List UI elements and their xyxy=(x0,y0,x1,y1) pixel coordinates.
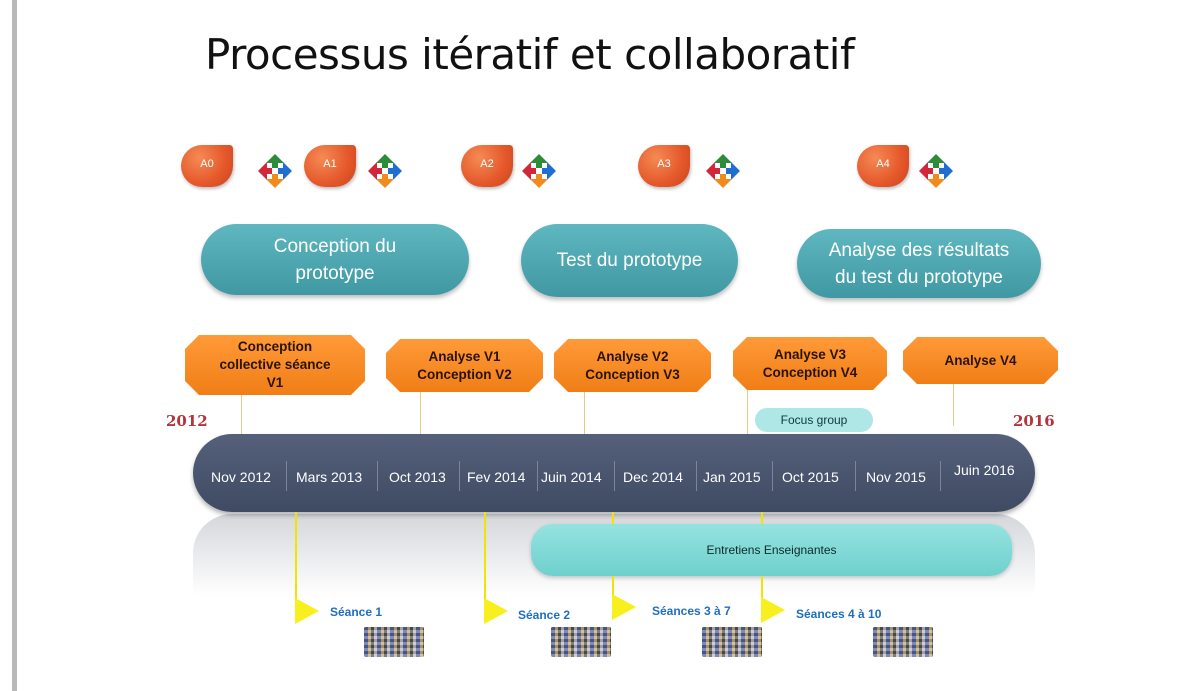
phase-test: Test du prototype xyxy=(521,224,738,297)
flag-icon xyxy=(761,597,785,623)
timeline-separator xyxy=(855,461,856,491)
session-line xyxy=(612,576,614,610)
activity-label: A4 xyxy=(876,158,890,170)
session-label: Séances 4 à 10 xyxy=(796,607,882,621)
session-line xyxy=(612,512,614,524)
cycle-arrows-icon xyxy=(706,154,740,188)
timeline-separator xyxy=(614,461,615,491)
activity-drop-icon xyxy=(857,145,909,187)
year-end: 2016 xyxy=(1013,412,1055,430)
milestone-label: Analyse V1 Conception V2 xyxy=(417,348,512,382)
milestone-v1: Conception collective séance V1 xyxy=(185,335,365,395)
activity-label: A2 xyxy=(480,158,494,170)
activity-drop-icon xyxy=(461,145,513,187)
slide-title: Processus itératif et collaboratif xyxy=(205,30,855,79)
timeline-date: Jan 2015 xyxy=(703,469,761,485)
session-line xyxy=(295,512,297,616)
phase-label: Analyse des résultats du test du prototy… xyxy=(828,239,1010,288)
session-photo xyxy=(551,627,611,657)
timeline-date: Nov 2012 xyxy=(211,469,271,485)
connector-line xyxy=(953,384,954,426)
interviews-bar: Entretiens Enseignantes xyxy=(531,524,1012,576)
timeline-separator xyxy=(537,461,538,491)
session-label: Séances 3 à 7 xyxy=(652,604,731,618)
phase-label: Test du prototype xyxy=(556,250,703,271)
session-line xyxy=(761,576,763,614)
flag-icon xyxy=(484,598,508,624)
cycle-arrows-icon xyxy=(522,154,556,188)
activity-a3: A3 xyxy=(638,145,694,191)
flag-icon xyxy=(295,598,319,624)
milestone-label: Analyse V2 Conception V3 xyxy=(585,348,680,382)
phase-label: Conception du prototype xyxy=(273,235,397,284)
activity-drop-icon xyxy=(304,145,356,187)
milestone-label: Analyse V4 xyxy=(944,352,1017,368)
cycle-arrows-icon xyxy=(368,154,402,188)
connector-line xyxy=(241,395,242,435)
connector-line xyxy=(747,390,748,435)
timeline-separator xyxy=(377,461,378,491)
activity-a4: A4 xyxy=(857,145,913,191)
timeline-date: Fev 2014 xyxy=(467,469,526,485)
timeline-date: Oct 2013 xyxy=(389,469,446,485)
session-label: Séance 1 xyxy=(330,605,383,619)
timeline-separator xyxy=(940,461,941,491)
milestone-label: Conception collective séance V1 xyxy=(219,339,331,390)
phase-analyse: Analyse des résultats du test du prototy… xyxy=(797,229,1041,298)
activity-a1: A1 xyxy=(304,145,360,191)
timeline-date: Dec 2014 xyxy=(623,469,683,485)
flag-icon xyxy=(612,594,636,620)
timeline-separator xyxy=(459,461,460,491)
timeline-separator xyxy=(772,461,773,491)
activity-a2: A2 xyxy=(461,145,517,191)
session-photo xyxy=(873,627,933,657)
activity-label: A3 xyxy=(657,158,671,170)
activity-drop-icon xyxy=(181,145,233,187)
milestone-analyse-v4: Analyse V4 xyxy=(903,337,1058,384)
session-photo xyxy=(702,627,762,657)
timeline-date: Mars 2013 xyxy=(296,469,363,485)
timeline-separator xyxy=(286,461,287,491)
milestone-label: Analyse V3 Conception V4 xyxy=(762,346,858,380)
year-start: 2012 xyxy=(166,412,208,430)
session-photo xyxy=(364,627,424,657)
connector-line xyxy=(584,392,585,435)
cycle-arrows-icon xyxy=(919,154,953,188)
activity-label: A1 xyxy=(323,158,337,170)
phase-conception: Conception du prototype xyxy=(201,224,469,295)
cycle-arrows-icon xyxy=(258,154,292,188)
session-label: Séance 2 xyxy=(518,608,571,622)
activity-a0: A0 xyxy=(181,145,237,191)
activity-label: A0 xyxy=(200,158,214,170)
timeline-date: Juin 2016 xyxy=(954,462,1015,478)
activity-drop-icon xyxy=(638,145,690,187)
milestone-v2: Analyse V1 Conception V2 xyxy=(386,339,543,392)
milestone-v3: Analyse V2 Conception V3 xyxy=(554,339,711,392)
connector-line xyxy=(420,392,421,435)
timeline-date: Juin 2014 xyxy=(541,469,602,485)
timeline-separator xyxy=(696,461,697,491)
milestone-v4: Analyse V3 Conception V4 xyxy=(733,337,887,390)
session-line xyxy=(484,512,486,616)
left-border-bar xyxy=(12,0,17,691)
session-line xyxy=(761,512,763,524)
timeline-date: Oct 2015 xyxy=(782,469,839,485)
focus-group-badge: Focus group xyxy=(755,408,873,432)
timeline-date: Nov 2015 xyxy=(866,469,926,485)
